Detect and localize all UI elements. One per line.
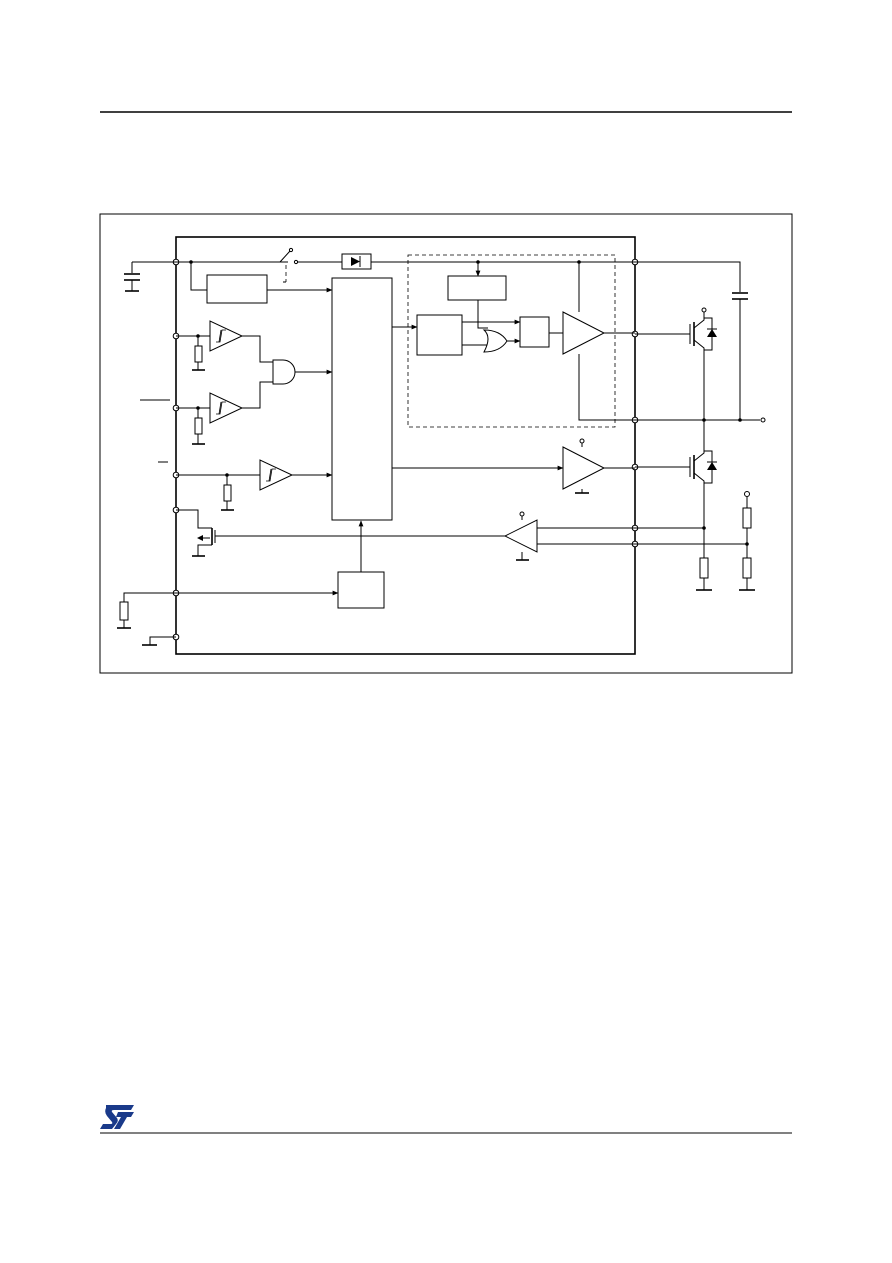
external-power-stage — [635, 261, 766, 591]
cp-mosfet-path — [176, 509, 505, 557]
bottom-block — [337, 571, 385, 609]
high-side-uvlo-block — [447, 275, 507, 301]
resistor-icon — [742, 507, 752, 529]
capacitor-icon — [124, 273, 140, 281]
st-logo-icon — [100, 1105, 134, 1129]
hin-input-path — [176, 320, 273, 371]
figure-frame — [99, 213, 793, 674]
or-gate-icon — [482, 329, 508, 353]
latch-block — [519, 316, 550, 348]
igbt-transistor-icon — [689, 307, 717, 420]
resistor-icon — [699, 557, 709, 579]
uvlo-block — [206, 274, 268, 304]
high-side-signal-path — [392, 262, 635, 421]
dt-pin-path — [117, 520, 364, 629]
schmitt-trigger-comparator-icon — [209, 392, 244, 424]
gnd-pin-path — [142, 636, 176, 646]
lin-input-path — [158, 459, 333, 511]
block-diagram-figure — [99, 213, 793, 674]
switch-icon — [279, 247, 299, 283]
driver-amplifier-icon — [562, 311, 606, 355]
resistor-icon — [194, 345, 203, 363]
resistor-icon — [119, 601, 129, 621]
driver-amplifier-icon — [562, 446, 606, 490]
high-side-section — [407, 254, 616, 428]
and-gate-icon — [272, 359, 296, 385]
resistor-icon — [742, 557, 752, 579]
mosfet-icon — [197, 528, 216, 556]
current-sense-comparator — [503, 511, 635, 561]
low-side-signal-path — [392, 438, 635, 494]
vcc-network — [124, 247, 635, 293]
sd-input-path — [140, 381, 273, 445]
logic-control-block — [331, 277, 393, 521]
resistor-icon — [194, 417, 203, 435]
ic-package-outline — [175, 236, 636, 655]
resistor-icon — [223, 484, 232, 502]
schmitt-trigger-comparator-icon — [209, 320, 244, 352]
schmitt-trigger-comparator-icon — [259, 459, 294, 491]
driver-amplifier-icon — [503, 519, 538, 553]
igbt-transistor-icon — [689, 420, 717, 558]
bootstrap-diode-icon — [341, 253, 372, 270]
capacitor-icon — [732, 292, 748, 300]
level-shifter-block — [416, 314, 463, 356]
